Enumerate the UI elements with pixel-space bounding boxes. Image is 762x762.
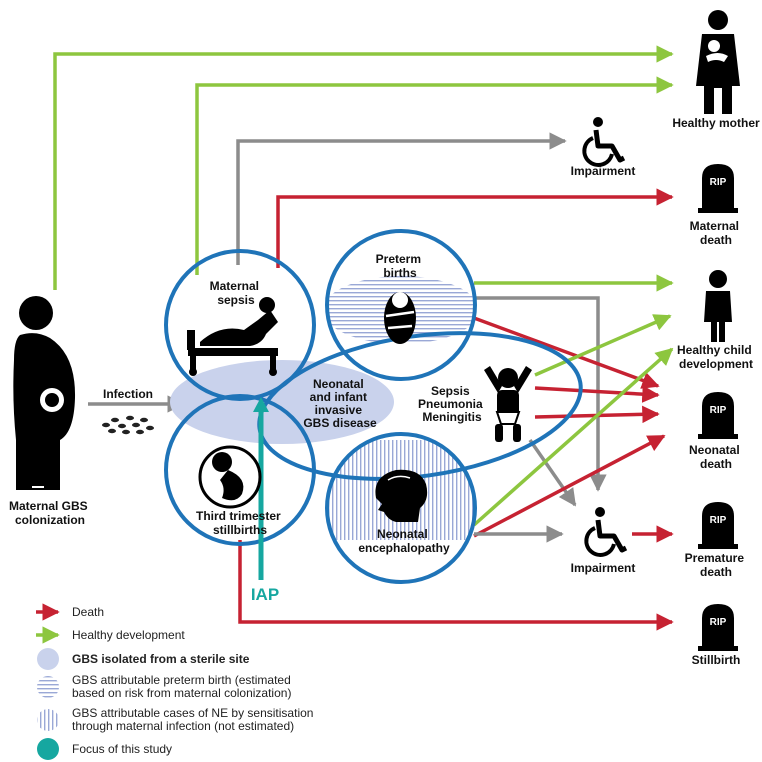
premature-death-label: Premature death	[685, 551, 748, 579]
arrow-sepsis-impairment	[236, 132, 567, 265]
wheelchair-icon	[582, 117, 626, 167]
neonatal-death-label: Neonatal death	[689, 443, 743, 471]
rip-text: RIP	[710, 177, 727, 188]
maternal-death-label: Maternal death	[690, 219, 743, 247]
legend-ne-label: GBS attributable cases of NE by sensitis…	[72, 706, 317, 733]
healthy-mother-label: Healthy mother	[672, 116, 760, 130]
arrow-infant-impairment	[528, 439, 577, 507]
arrow-sepsis-maternal-death	[276, 188, 674, 268]
tombstone-icon: RIP	[698, 392, 738, 439]
maternal-sepsis-label: Maternal sepsis	[210, 279, 263, 307]
swaddled-baby-icon	[384, 292, 416, 344]
rip-text: RIP	[710, 617, 727, 628]
arrow-colonization-healthy-mother	[53, 45, 674, 290]
arrow-preterm-impairment	[474, 296, 607, 492]
legend: Death Healthy development GBS isolated f…	[36, 603, 317, 760]
bed-patient-icon	[187, 297, 278, 376]
infant-icon	[484, 366, 532, 442]
encephalopathy-label: Neonatal encephalopathy	[358, 527, 450, 555]
arrow-preterm-neonatal-death	[473, 316, 660, 389]
arrow-stillbirth	[238, 540, 674, 631]
legend-gbs-swatch	[37, 648, 59, 670]
pregnant-woman-icon	[13, 296, 76, 490]
fetus-icon	[198, 445, 262, 509]
wheelchair-icon	[584, 507, 628, 557]
neonatal-encephalopathy-circle	[325, 432, 477, 584]
mother-baby-icon	[696, 10, 740, 114]
child-icon	[704, 270, 732, 342]
maternal-colonization-label: Maternal GBS colonization	[9, 499, 91, 527]
neonatal-disease-label: Neonatal and infant invasive GBS disease	[303, 377, 377, 430]
legend-death-label: Death	[72, 605, 104, 619]
preterm-births-label: Preterm births	[376, 252, 425, 280]
iap-label: IAP	[251, 585, 279, 604]
arrow-ne-healthy-child	[472, 347, 674, 527]
bacteria-icon	[102, 415, 154, 435]
legend-preterm-swatch	[37, 676, 59, 698]
legend-ne-swatch	[37, 709, 59, 731]
stillbirth-label: Stillbirth	[692, 653, 741, 667]
rip-text: RIP	[710, 515, 727, 526]
impairment-top-label: Impairment	[571, 164, 636, 178]
arrow-ne-neonatal-death	[473, 434, 666, 538]
tombstone-icon: RIP	[698, 604, 738, 651]
maternal-sepsis-circle	[164, 249, 316, 401]
iap-arrowhead	[253, 397, 269, 412]
arrow-sepsis-healthy-mother	[195, 76, 674, 275]
tombstone-icon: RIP	[698, 502, 738, 549]
legend-gbs-label: GBS isolated from a sterile site	[72, 652, 250, 666]
legend-focus-swatch	[37, 738, 59, 760]
preterm-births-circle	[325, 229, 477, 381]
impairment-bottom-label: Impairment	[571, 561, 636, 575]
legend-focus-label: Focus of this study	[72, 742, 172, 756]
child-head-icon	[375, 469, 428, 522]
tombstone-icon: RIP	[698, 164, 738, 213]
healthy-child-label: Healthy child development	[677, 343, 755, 371]
legend-healthy-label: Healthy development	[72, 628, 185, 642]
infection-label: Infection	[103, 387, 153, 401]
arrow-sepsis-healthy-child	[534, 314, 672, 377]
third-trimester-label: Third trimester stillbirths	[196, 509, 284, 537]
flow-lines	[53, 45, 674, 631]
rip-text: RIP	[710, 405, 727, 416]
legend-preterm-label: GBS attributable preterm birth (estimate…	[72, 673, 294, 700]
sepsis-list-label: Sepsis Pneumonia Meningitis	[418, 384, 486, 424]
arrow-sepsis-neonatal-death-a	[534, 385, 660, 403]
gbs-sterile-site-region	[170, 360, 394, 444]
